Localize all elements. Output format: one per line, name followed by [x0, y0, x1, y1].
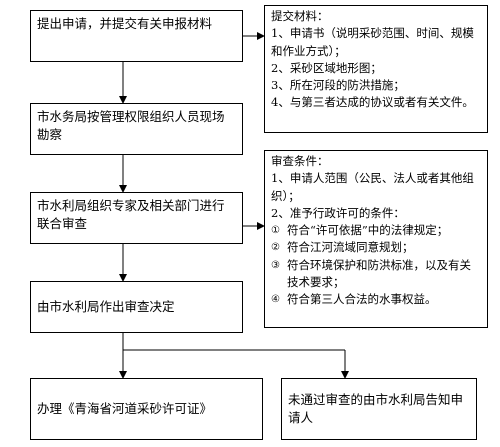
step-review-decision: 由市水利局作出审查决定	[30, 281, 243, 333]
materials-item: 1、申请书（说明采砂范围、时间、规模和作业方式）；	[271, 26, 474, 58]
circled-number-3: ③	[271, 259, 280, 271]
conditions-sub-item-text: 符合“许可依据”中的法律规定；	[287, 223, 449, 237]
conditions-item: 1、申请人范围（公民、法人或者其他组织）；	[271, 171, 474, 203]
circled-number-1: ①	[271, 225, 280, 236]
materials-item: 3、所在河段的防洪措施；	[271, 78, 405, 92]
conditions-sub-item: ① 符合“许可依据”中的法律规定；	[271, 222, 481, 239]
conditions-sub-item: ④ 符合第三人合法的水事权益。	[271, 291, 481, 308]
circled-number-2: ②	[271, 242, 280, 254]
conditions-item: 2、准予行政许可的条件：	[271, 205, 405, 220]
conditions-sub-item-text: 符合环境保护和防洪标准，以及有关技术要求；	[287, 257, 471, 289]
outcome-issue-permit: 办理《青海省河道采砂许可证》	[30, 378, 263, 440]
step-site-survey: 市水务局按管理权限组织人员现场勘察	[30, 103, 243, 155]
outcome-issue-permit-text: 办理《青海省河道采砂许可证》	[37, 400, 213, 416]
step-review-decision-text: 由市水利局作出审查决定	[37, 298, 175, 314]
materials-item: 4、与第三者达成的协议或者有关文件。	[271, 95, 474, 110]
conditions-panel: 审查条件： 1、申请人范围（公民、法人或者其他组织）； 2、准予行政许可的条件：…	[264, 150, 488, 328]
conditions-sub-item: ③ 符合环境保护和防洪标准，以及有关技术要求；	[271, 257, 481, 292]
materials-item: 2、采砂区域地形图；	[271, 60, 382, 75]
step-joint-review: 市水利局组织专家及相关部门进行联合审查	[30, 192, 243, 244]
step-joint-review-text: 市水利局组织专家及相关部门进行联合审查	[37, 198, 225, 232]
conditions-sub-item-text: 符合江河流域同意规划；	[287, 240, 414, 255]
step-submit-application-text: 提出申请，并提交有关申报材料	[37, 16, 213, 31]
step-site-survey-text: 市水务局按管理权限组织人员现场勘察	[37, 109, 225, 143]
conditions-sub-item-text: 符合第三人合法的水事权益。	[287, 292, 437, 306]
circled-number-4: ④	[271, 294, 280, 305]
materials-panel: 提交材料： 1、申请书（说明采砂范围、时间、规模和作业方式）； 2、采砂区域地形…	[264, 5, 488, 133]
conditions-heading: 审查条件：	[271, 154, 329, 168]
outcome-notify-applicant-text: 未通过审查的由市水利局告知申请人	[288, 391, 464, 425]
materials-heading: 提交材料：	[271, 9, 329, 23]
step-submit-application: 提出申请，并提交有关申报材料	[30, 10, 243, 62]
outcome-notify-applicant: 未通过审查的由市水利局告知申请人	[281, 378, 477, 440]
conditions-sub-item: ② 符合江河流域同意规划；	[271, 239, 481, 256]
